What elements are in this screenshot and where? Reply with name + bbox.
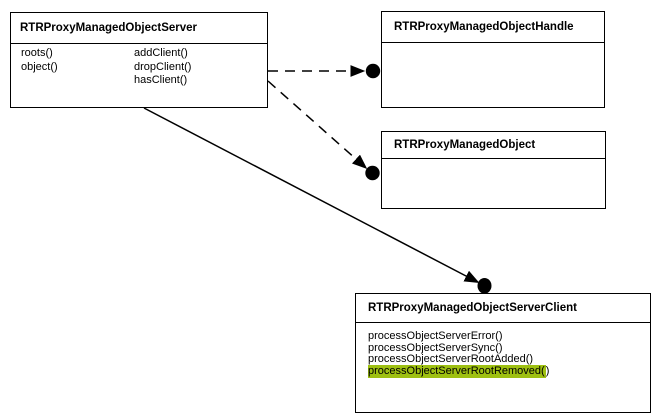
method-item: addClient() xyxy=(134,47,188,59)
containment-circle-handle xyxy=(365,63,381,79)
class-methods: processObjectServerError() processObject… xyxy=(356,323,650,378)
class-box-managed-object-server: RTRProxyManagedObjectServer roots() obje… xyxy=(10,12,268,108)
solid-arrow-server-to-client xyxy=(143,107,480,284)
class-title: RTRProxyManagedObjectServerClient xyxy=(356,294,650,323)
dashed-arrow-server-to-object xyxy=(267,80,368,169)
highlighted-method-text: processObjectServerRootRemoved( xyxy=(368,364,546,378)
containment-circle-object xyxy=(365,165,380,181)
class-methods: roots() object() addClient() dropClient(… xyxy=(11,44,267,88)
containment-circle-client xyxy=(477,278,492,294)
method-item: dropClient() xyxy=(134,60,192,73)
class-title: RTRProxyManagedObjectServer xyxy=(11,13,267,44)
method-item: processObjectServerSync() xyxy=(368,341,503,354)
method-item: processObjectServerError() xyxy=(368,330,503,342)
method-item-highlighted: processObjectServerRootRemoved() xyxy=(368,364,650,378)
highlighted-method-suffix: ) xyxy=(545,364,550,377)
methods-column-left: roots() object() xyxy=(21,47,134,88)
methods-column-right: addClient() dropClient() hasClient() xyxy=(134,47,191,88)
class-title: RTRProxyManagedObjectHandle xyxy=(382,12,604,43)
method-item: object() xyxy=(21,60,58,73)
method-item: processObjectServerRootAdded() xyxy=(368,353,534,366)
class-title: RTRProxyManagedObject xyxy=(382,132,605,159)
class-box-managed-object: RTRProxyManagedObject xyxy=(381,131,606,209)
method-item: hasClient() xyxy=(134,74,188,86)
class-box-managed-object-server-client: RTRProxyManagedObjectServerClient proces… xyxy=(355,293,651,413)
method-item: roots() xyxy=(21,47,53,59)
class-box-managed-object-handle: RTRProxyManagedObjectHandle xyxy=(381,11,605,108)
